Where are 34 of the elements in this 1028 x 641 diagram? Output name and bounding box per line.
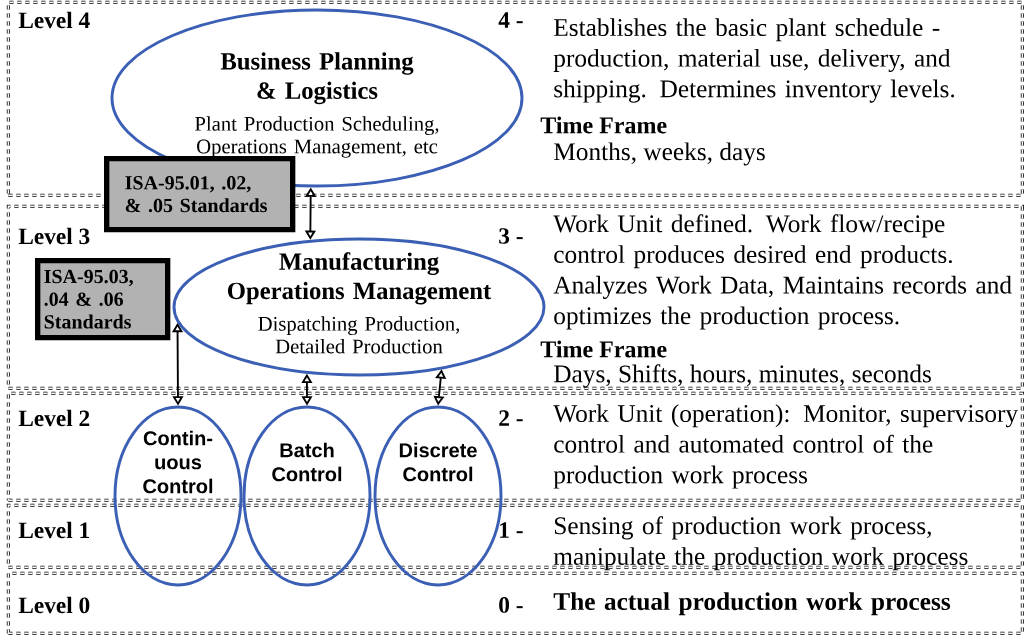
level-band [6, 503, 1024, 569]
ellipse-title: Business Planning & Logistics [220, 52, 414, 105]
level-band [6, 0, 1024, 197]
time-frame-text: Months, weeks, days [554, 142, 765, 166]
time-frame-heading: Time Frame [540, 116, 667, 134]
level-number: 4 - [498, 12, 523, 28]
level-description: Establishes the basic plant schedule - production, material use, delivery, and shipping. Determines inventory levels. [553, 18, 955, 103]
level-number: 3 - [499, 228, 523, 244]
level-number: 0 - [499, 597, 523, 613]
level-description: Sensing of production work process, manipulate the production work process [553, 516, 968, 571]
level-label: Level 4 [18, 11, 90, 29]
ellipse-subtitle: Plant Production Scheduling, Operations Management, etc [195, 116, 439, 158]
level-label: Level 0 [18, 596, 90, 614]
level-number: 1 - [500, 522, 523, 538]
ellipse-title: Manufacturing Operations Management [228, 252, 492, 305]
ellipse-subtitle: Dispatching Production, Detailed Production [258, 316, 460, 354]
level-description: Work Unit defined. Work flow/recipe control produces desired end products. Analyzes Work Data, Maintains records and optimizes the production process. [553, 214, 1012, 330]
level-number: 2 - [499, 410, 523, 426]
level-description: The actual production work process [553, 592, 951, 616]
ellipse-label: Contin-uous Control [143, 430, 213, 494]
level-label: Level 3 [18, 227, 90, 245]
level-label: Level 1 [18, 521, 89, 539]
time-frame-heading: Time Frame [540, 340, 667, 358]
level-label: Level 2 [18, 409, 90, 427]
ellipse [113, 405, 243, 587]
level-band [6, 571, 1024, 635]
ellipse-label: Discrete Control [399, 442, 477, 482]
ellipse [242, 405, 372, 587]
level-description: Work Unit (operation): Monitor, supervisory control and automated control of the production work process [553, 404, 1018, 489]
level-band [6, 391, 1024, 502]
standards-box: ISA-95.01, .02, & .05 Standards [104, 156, 296, 233]
standards-box: ISA-95.03, .04 & .06 Standards [35, 258, 171, 341]
time-frame-text: Days, Shifts, hours, minutes, seconds [554, 364, 931, 388]
ellipse-label: Batch Control [272, 442, 342, 482]
